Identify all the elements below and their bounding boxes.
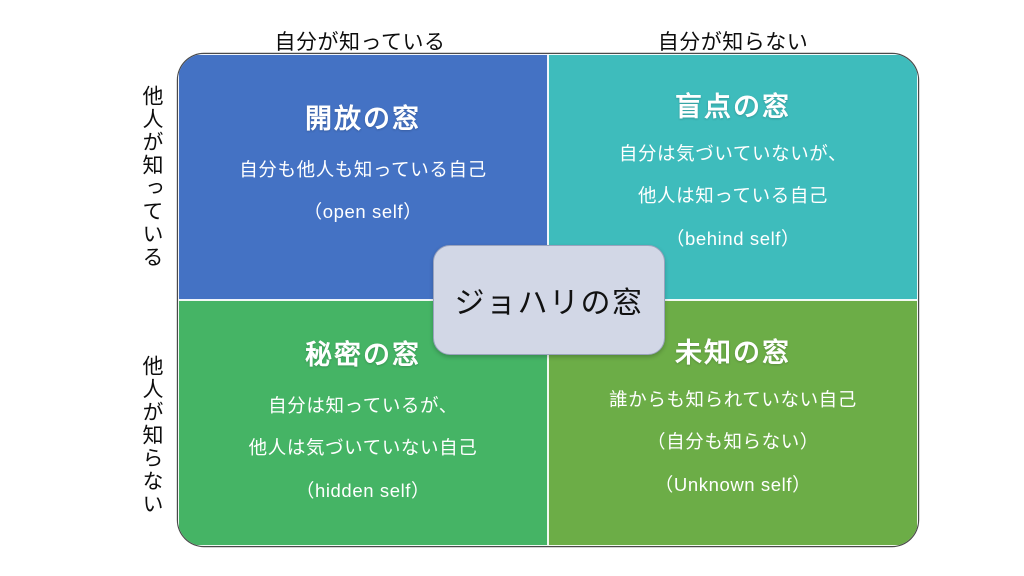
row-label-others-unknown: 他人が知らない [140, 354, 163, 516]
quadrant-unknown-line-2: （自分も知らない） [647, 431, 819, 453]
quadrant-hidden-title: 秘密の窓 [305, 340, 421, 370]
quadrant-hidden-line-2: 他人は気づいていない自己 [248, 437, 478, 459]
quadrant-hidden-line-1: 自分は知っているが、 [268, 395, 458, 416]
quadrant-unknown-title: 未知の窓 [675, 338, 791, 368]
quadrant-blind-title: 盲点の窓 [675, 92, 791, 122]
quadrant-unknown-line-1: 誰からも知られていない自己 [609, 389, 857, 410]
quadrant-open-line-2: （open self） [303, 201, 423, 223]
column-header-self-known: 自分が知っている [274, 31, 446, 54]
quadrant-open-description: 自分も他人も知っている自己 （open self） [239, 159, 487, 223]
window-frame: 開放の窓 自分も他人も知っている自己 （open self） 盲点の窓 自分は気… [178, 54, 918, 546]
quadrant-open-line-1: 自分も他人も知っている自己 [239, 159, 487, 180]
center-badge: ジョハリの窓 [433, 245, 665, 355]
quadrant-unknown-description: 誰からも知られていない自己 （自分も知らない） （Unknown self） [609, 389, 857, 495]
quadrant-blind-description: 自分は気づいていないが、 他人は知っている自己 （behind self） [618, 143, 848, 249]
quadrant-hidden-description: 自分は知っているが、 他人は気づいていない自己 （hidden self） [248, 395, 478, 501]
quadrant-unknown-line-3: （Unknown self） [654, 473, 812, 495]
quadrant-blind-line-2: 他人は知っている自己 [637, 185, 829, 207]
column-header-self-unknown: 自分が知らない [657, 31, 809, 54]
quadrant-open-title: 開放の窓 [305, 104, 421, 134]
quadrant-unknown-self: 未知の窓 誰からも知られていない自己 （自分も知らない） （Unknown se… [548, 300, 918, 546]
quadrant-blind-line-1: 自分は気づいていないが、 [618, 143, 848, 164]
quadrant-blind-line-3: （behind self） [665, 227, 801, 249]
center-badge-label: ジョハリの窓 [454, 287, 644, 320]
quadrant-hidden-line-3: （hidden self） [295, 479, 431, 501]
row-label-others-known: 他人が知っている [140, 85, 163, 269]
quadrant-open-self: 開放の窓 自分も他人も知っている自己 （open self） [178, 54, 548, 300]
